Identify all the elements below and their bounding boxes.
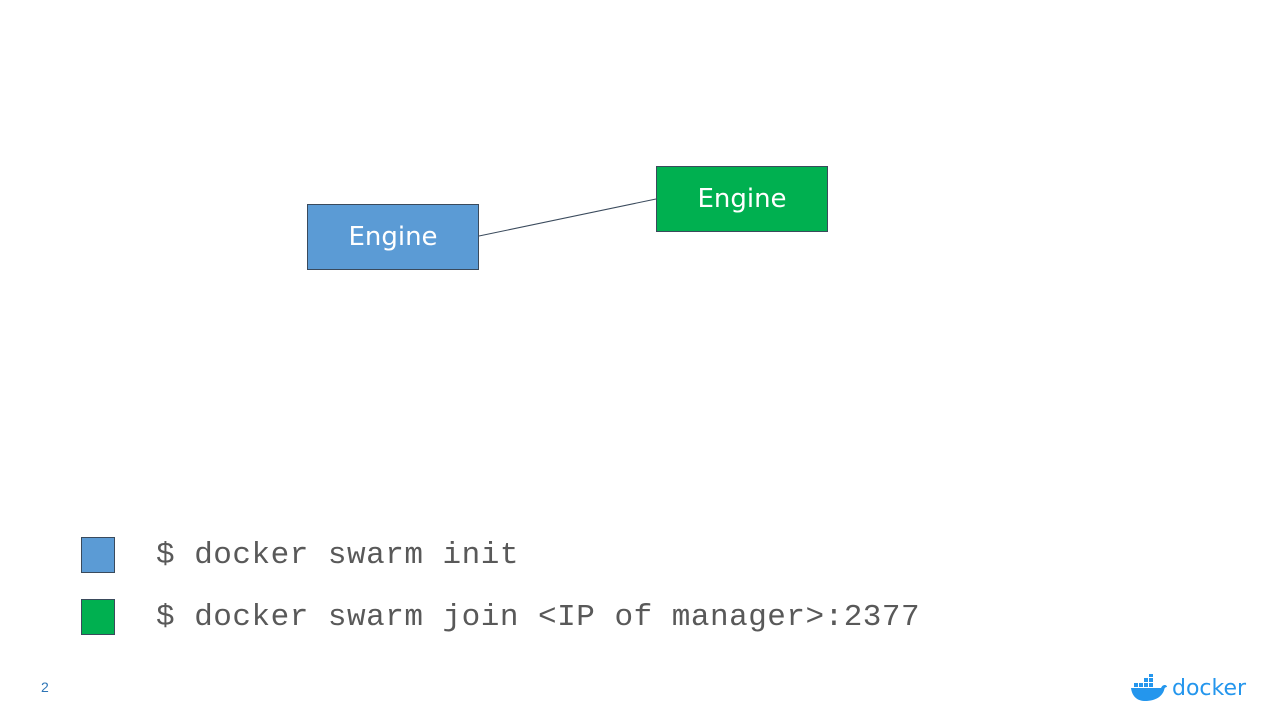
docker-whale-icon <box>1131 674 1167 701</box>
manager-engine-node: Engine <box>307 204 479 270</box>
edge-manager-to-worker <box>478 198 657 237</box>
swarm-join-command: $ docker swarm join <IP of manager>:2377 <box>156 599 921 635</box>
docker-logo-text: docker <box>1172 675 1247 701</box>
manager-engine-label: Engine <box>348 222 438 252</box>
swarm-init-command: $ docker swarm init <box>156 537 519 573</box>
legend-row-init: $ docker swarm init <box>81 537 519 573</box>
worker-engine-label: Engine <box>697 184 787 214</box>
legend-swatch-worker <box>81 599 115 635</box>
legend-swatch-manager <box>81 537 115 573</box>
worker-engine-node: Engine <box>656 166 828 232</box>
page-number: 2 <box>41 679 49 695</box>
docker-logo: docker <box>1130 672 1246 704</box>
legend-row-join: $ docker swarm join <IP of manager>:2377 <box>81 599 920 635</box>
